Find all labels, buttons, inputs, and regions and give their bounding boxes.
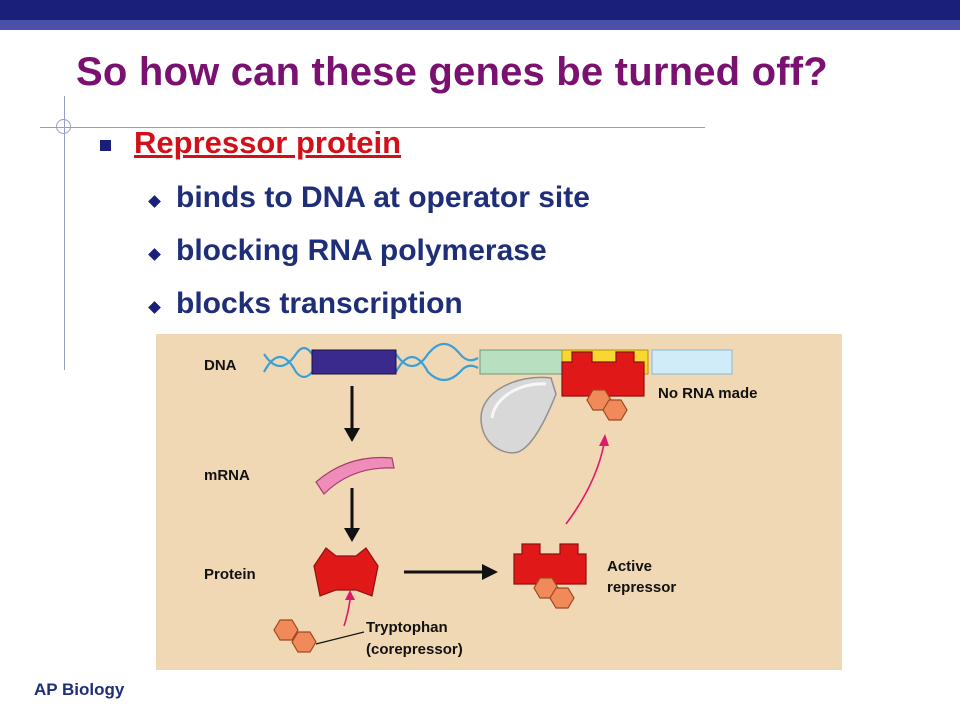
bound-tryptophan-2 — [602, 399, 628, 421]
diamond-bullet-icon — [148, 195, 161, 208]
dna-helix — [263, 342, 479, 382]
footer-label: AP Biology — [34, 680, 125, 699]
decor-vertical-line — [64, 96, 65, 370]
label-mrna: mRNA — [204, 467, 250, 484]
label-active: Active — [607, 558, 652, 575]
top-banner-accent — [0, 20, 960, 30]
label-no-rna: No RNA made — [658, 385, 757, 402]
inactive-repressor — [313, 547, 379, 597]
flow-arrows — [344, 386, 498, 580]
rna-polymerase-blob — [480, 376, 557, 454]
bound-repressor — [561, 351, 645, 397]
pink-arrows — [343, 443, 605, 627]
diamond-bullet-icon — [148, 248, 161, 261]
decor-horizontal-line — [40, 127, 705, 128]
label-dna: DNA — [204, 357, 237, 374]
subbullet-2: blocking RNA polymerase — [176, 234, 547, 267]
mrna-strand — [315, 456, 395, 495]
repressor-figure: DNA No RNA made mRNA Protein Active repr… — [156, 334, 842, 670]
label-repressor: repressor — [607, 579, 676, 596]
square-bullet-icon — [100, 140, 111, 151]
slide-title: So how can these genes be turned off? — [76, 50, 828, 94]
decor-circle — [56, 119, 71, 134]
active-tryptophan-2 — [549, 587, 575, 609]
gene-block — [311, 349, 397, 375]
active-repressor — [513, 543, 587, 585]
diamond-bullet-icon — [148, 301, 161, 314]
free-tryptophan — [273, 619, 299, 641]
downstream-region — [651, 349, 733, 375]
label-corepressor: (corepressor) — [366, 641, 463, 658]
promoter-region — [479, 349, 563, 375]
free-tryptophan-2 — [291, 631, 317, 653]
bullet-repressor-protein: Repressor protein — [134, 125, 402, 160]
top-banner — [0, 0, 960, 20]
subbullet-1: binds to DNA at operator site — [176, 181, 590, 214]
subbullet-3: blocks transcription — [176, 287, 463, 320]
label-protein: Protein — [204, 566, 256, 583]
label-tryptophan: Tryptophan — [366, 619, 448, 636]
